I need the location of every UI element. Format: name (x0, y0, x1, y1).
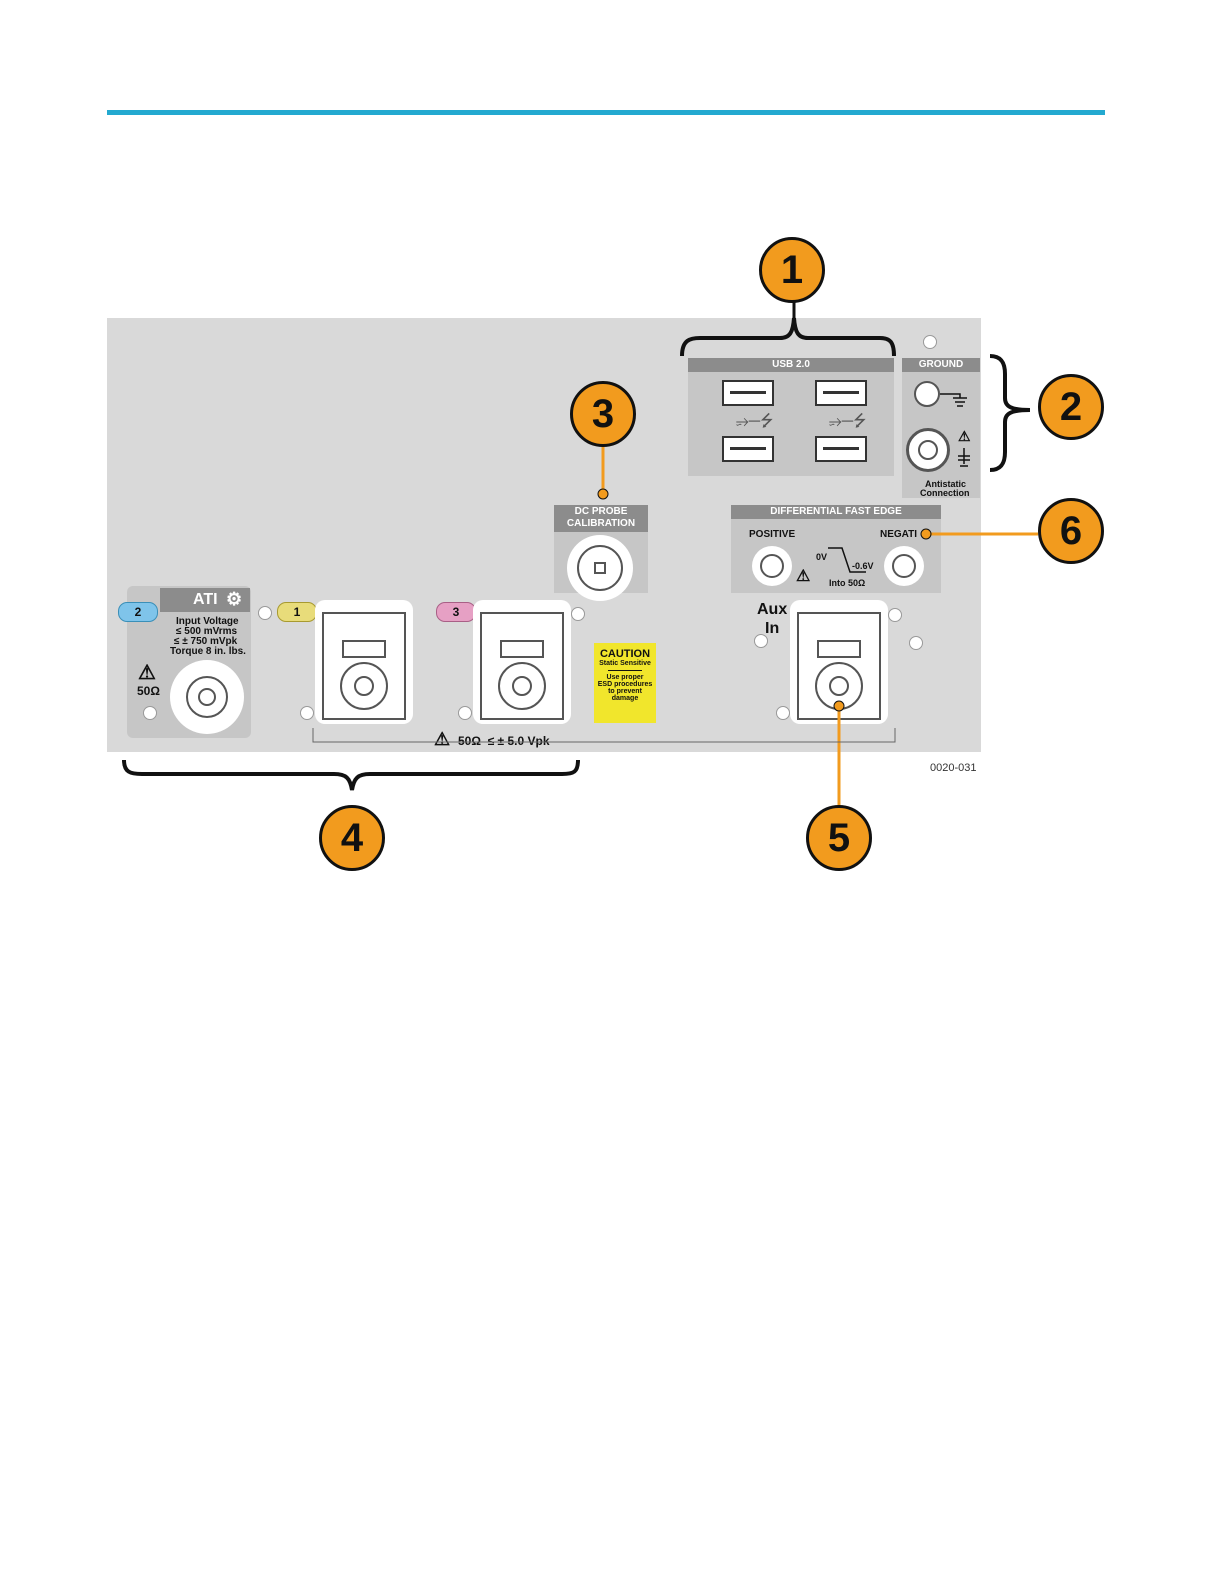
dc-probe-label-2: CALIBRATION (566, 518, 636, 529)
dc-probe-connector-core (594, 562, 606, 574)
leader-3-dot (597, 488, 609, 500)
zero-volt-label: 0V (816, 552, 828, 562)
ground-header: GROUND (902, 358, 980, 372)
usb-port-2[interactable] (815, 380, 867, 406)
warning-icon: ⚠ (796, 568, 811, 585)
gear-icon: ⚙ (226, 589, 243, 609)
bottom-rating: 50Ω ≤ ± 5.0 Vpk (458, 734, 554, 748)
channel-1-connector-core (354, 676, 374, 696)
mount-hole (909, 636, 923, 650)
mount-hole (923, 335, 937, 349)
caution-line-2: ESD procedures (597, 681, 653, 688)
mount-hole (754, 634, 768, 648)
figure-id: 0020-031 (930, 762, 977, 774)
ati-header (160, 588, 250, 612)
neg-volt-label: -0.6V (852, 561, 874, 571)
warning-icon: ⚠ (138, 662, 156, 684)
mount-hole (888, 608, 902, 622)
callout-2: 2 (1038, 374, 1104, 440)
usb-header: USB 2.0 (688, 358, 894, 372)
ati-title: ATI (193, 591, 218, 608)
callout-6: 6 (1038, 498, 1104, 564)
mount-hole (776, 706, 790, 720)
rating-line (312, 728, 896, 743)
dc-probe-connector-ring (577, 545, 623, 591)
mount-hole (258, 606, 272, 620)
positive-connector-ring (760, 554, 784, 578)
warning-icon: ⚠ (958, 428, 971, 444)
ground-icon (940, 393, 967, 407)
usb-icon: ⭌─⭍ (829, 413, 867, 430)
callout-3: 3 (570, 381, 636, 447)
diff-header: DIFFERENTIAL FAST EDGE (731, 505, 941, 519)
mount-hole (300, 706, 314, 720)
negative-connector-ring (892, 554, 916, 578)
caution-subtitle: Static Sensitive (599, 660, 651, 667)
negative-label: NEGATI (880, 529, 918, 540)
warning-icon: ⚠ (434, 729, 451, 750)
ati-connector-core (198, 688, 216, 706)
channel-1-frame (322, 612, 406, 720)
antistatic-icon (958, 448, 970, 467)
aux-in-latch (817, 640, 861, 658)
aux-in-connector-core (829, 676, 849, 696)
ati-connector-ring (186, 676, 228, 718)
dc-probe-header: DC PROBE CALIBRATION (554, 505, 648, 532)
channel-3-latch (500, 640, 544, 658)
caution-line-1: Use proper (606, 674, 644, 681)
channel-3-connector-core (512, 676, 532, 696)
ati-line-4: Torque 8 in. lbs. (170, 646, 246, 657)
mount-hole (571, 607, 585, 621)
channel-1-latch (342, 640, 386, 658)
positive-label: POSITIVE (749, 529, 796, 540)
leader-6-dot (920, 528, 932, 540)
caution-label: CAUTION Static Sensitive Use proper ESD … (594, 643, 656, 723)
ati-line-3: ≤ ± 750 mVpk (174, 636, 238, 647)
caution-divider (608, 670, 642, 671)
into-ohm-label: Into 50Ω (829, 578, 866, 588)
mount-hole (143, 706, 157, 720)
channel-2-badge: 2 (118, 602, 158, 622)
usb-port-3[interactable] (722, 436, 774, 462)
mount-hole (458, 706, 472, 720)
ati-line-2: ≤ 500 mVrms (176, 626, 238, 637)
usb-icon: ⭌─⭍ (736, 413, 774, 430)
caution-line-3: to prevent (608, 688, 642, 695)
usb-port-4[interactable] (815, 436, 867, 462)
ground-terminal[interactable] (914, 381, 940, 407)
aux-label-2: In (765, 620, 780, 637)
usb-port-1[interactable] (722, 380, 774, 406)
ati-line-1: Input Voltage (176, 616, 239, 627)
ati-ohm-label: 50Ω (137, 684, 160, 698)
antistatic-label-2: Connection (920, 488, 970, 498)
callout-4: 4 (319, 805, 385, 871)
bracket-4 (122, 759, 580, 791)
callout-5: 5 (806, 805, 872, 871)
antistatic-label-1: Antistatic (925, 479, 967, 489)
caution-line-4: damage (611, 695, 639, 702)
caution-title: CAUTION (599, 648, 651, 660)
callout-1: 1 (759, 237, 825, 303)
bracket-1 (680, 317, 896, 357)
pulse-waveform (828, 547, 866, 573)
antistatic-jack-core (918, 440, 938, 460)
top-rule (107, 110, 1105, 115)
ground-group (902, 358, 980, 498)
bracket-2 (989, 354, 1031, 472)
aux-label-1: Aux (757, 601, 788, 618)
leader-5-dot (833, 700, 845, 712)
dc-probe-label-1: DC PROBE (574, 506, 628, 517)
